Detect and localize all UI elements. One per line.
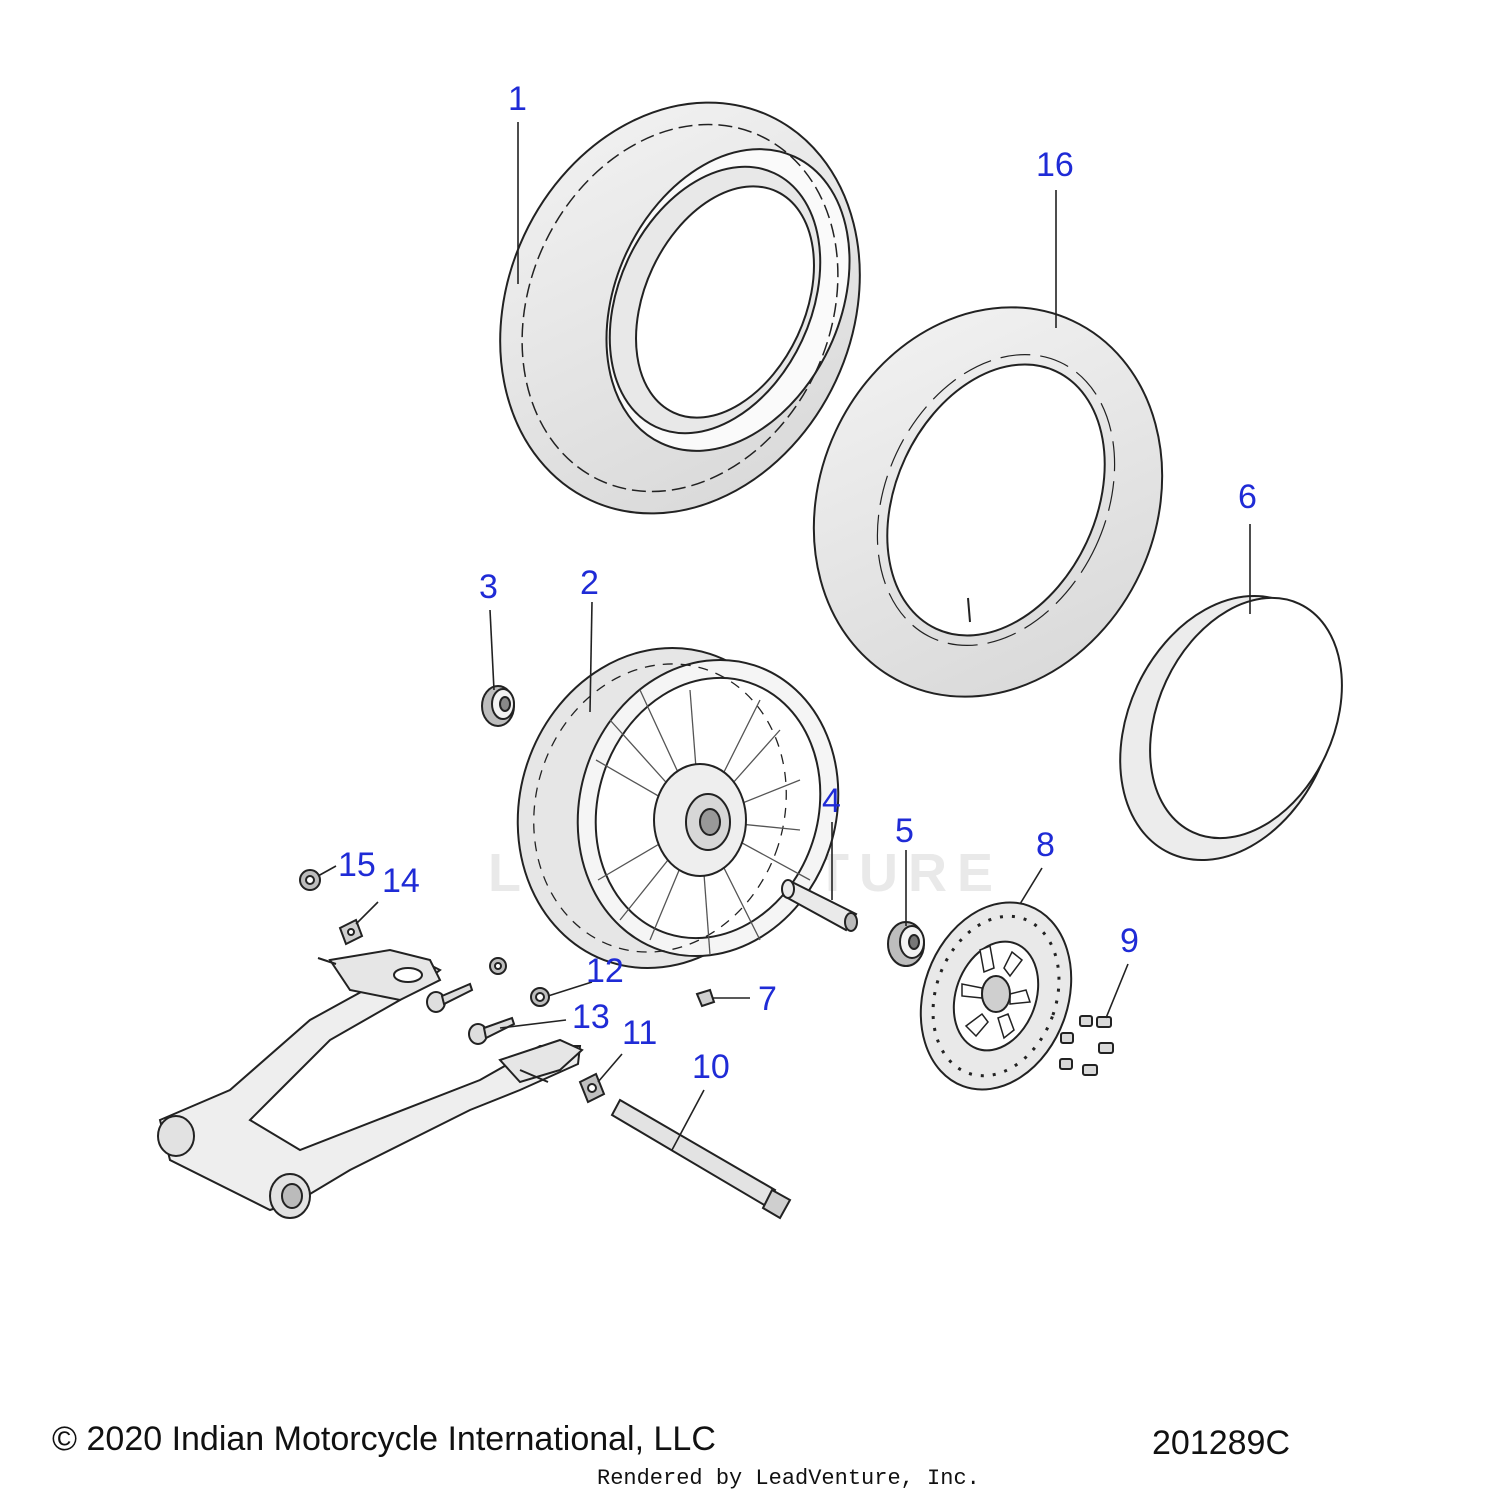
bearing-3 xyxy=(481,685,515,727)
callout-13: 13 xyxy=(572,998,610,1036)
bolts-13 xyxy=(426,982,516,1045)
spoked-wheel-2 xyxy=(516,646,840,970)
callout-8: 8 xyxy=(1036,826,1055,864)
callout-7: 7 xyxy=(758,980,777,1018)
nut-15 xyxy=(299,869,321,891)
callout-2: 2 xyxy=(580,564,599,602)
inner-tube-16 xyxy=(812,306,1164,698)
callout-12: 12 xyxy=(586,952,624,990)
swingarm xyxy=(157,948,584,1219)
clip-7 xyxy=(695,988,716,1008)
callout-4: 4 xyxy=(822,782,841,820)
callout-10: 10 xyxy=(692,1048,730,1086)
callout-5: 5 xyxy=(895,812,914,850)
bracket-14 xyxy=(338,918,364,946)
rim-band-6 xyxy=(1119,594,1343,862)
axle-spacer-4 xyxy=(781,879,858,932)
callout-6: 6 xyxy=(1238,478,1257,516)
callout-3: 3 xyxy=(479,568,498,606)
tire-1 xyxy=(499,101,861,515)
disc-bolts-9 xyxy=(1059,1015,1114,1076)
callout-16: 16 xyxy=(1036,146,1074,184)
callout-11: 11 xyxy=(622,1014,658,1052)
nut-12b xyxy=(489,957,507,975)
callout-15: 15 xyxy=(338,846,376,884)
nut-12 xyxy=(530,987,550,1007)
brake-disc-8 xyxy=(919,901,1073,1091)
diagram-code: 201289C xyxy=(1152,1424,1291,1462)
axle-10 xyxy=(610,1098,792,1220)
callout-1: 1 xyxy=(508,80,527,118)
rendered-by: Rendered by LeadVenture, Inc. xyxy=(597,1466,980,1491)
bearing-5 xyxy=(887,921,925,967)
copyright-notice: © 2020 Indian Motorcycle International, … xyxy=(52,1420,716,1458)
callout-14: 14 xyxy=(382,862,420,900)
leader-lines xyxy=(317,122,1251,1151)
callout-9: 9 xyxy=(1120,922,1139,960)
